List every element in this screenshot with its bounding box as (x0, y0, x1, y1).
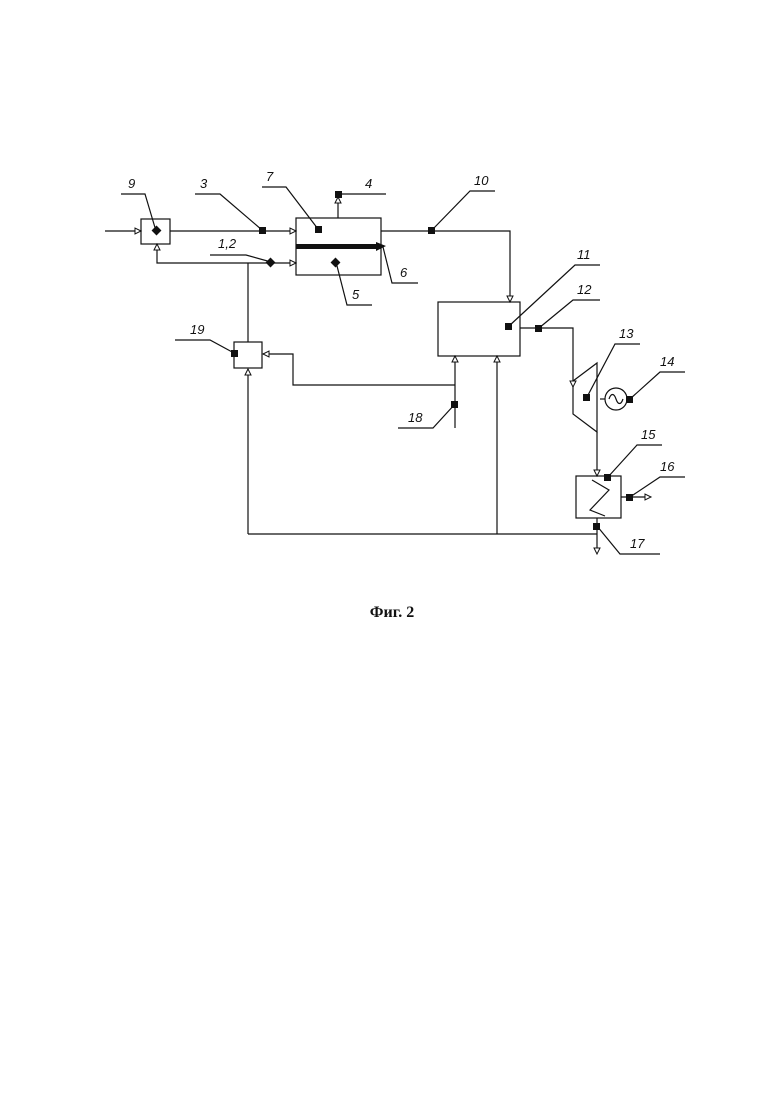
label-1-2: 1,2 (218, 236, 237, 251)
label-10: 10 (474, 173, 489, 188)
arrow-icon (154, 244, 160, 250)
label-18: 18 (408, 410, 423, 425)
arrow-icon (290, 260, 296, 266)
block-19 (234, 342, 262, 368)
label-19: 19 (190, 322, 204, 337)
arrow-icon (594, 470, 600, 476)
label-13: 13 (619, 326, 634, 341)
label-15: 15 (641, 427, 656, 442)
figure-caption: Фиг. 2 (370, 604, 414, 621)
heat-exchanger-15 (576, 476, 621, 518)
arrow-icon (263, 351, 269, 357)
arrow-icon (494, 356, 500, 362)
node-marker (583, 394, 590, 401)
arrow-icon (290, 228, 296, 234)
label-16: 16 (660, 459, 675, 474)
label-11: 11 (577, 247, 591, 262)
label-17: 17 (630, 536, 645, 551)
label-4: 4 (365, 176, 372, 191)
label-3: 3 (200, 176, 208, 191)
arrow-icon (645, 494, 651, 500)
arrow-icon (507, 296, 513, 302)
label-6: 6 (400, 265, 408, 280)
label-12: 12 (577, 282, 592, 297)
label-14: 14 (660, 354, 674, 369)
arrow-icon (245, 369, 251, 375)
arrow-icon (594, 548, 600, 554)
node-marker (231, 350, 238, 357)
arrow-icon (452, 356, 458, 362)
node-marker (266, 258, 276, 268)
membrane-6 (296, 244, 381, 249)
label-9: 9 (128, 176, 135, 191)
arrow-icon (135, 228, 141, 234)
label-7: 7 (266, 169, 274, 184)
label-5: 5 (352, 287, 360, 302)
